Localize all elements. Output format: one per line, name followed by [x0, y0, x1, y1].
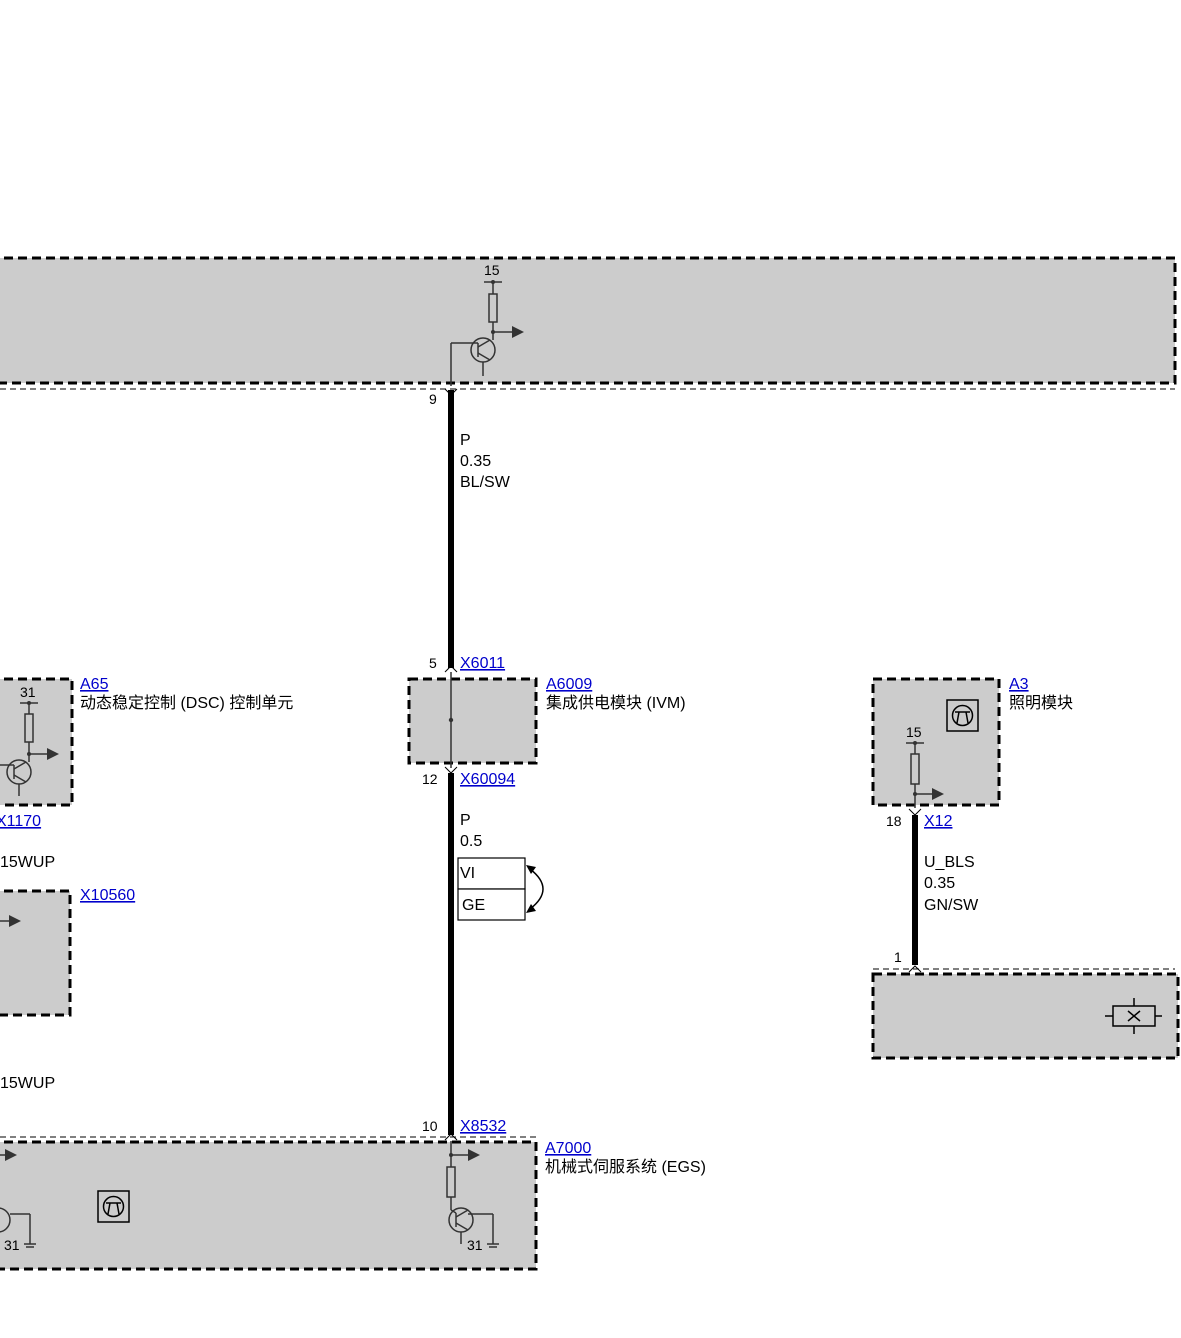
egs-left-driver-symbol: [0, 1149, 36, 1248]
dsc-signal-label-1: 15WUP: [0, 854, 55, 871]
lighting-component-id-link[interactable]: A3: [1009, 676, 1029, 693]
wire-top-signal: P: [460, 432, 471, 449]
top-module-box: [0, 256, 1177, 385]
wire-top-color: BL/SW: [460, 474, 511, 491]
splice-table: [457, 857, 526, 921]
ivm-pin-out: 12: [422, 771, 438, 787]
pin-mark-18: [908, 808, 922, 816]
lighting-component-name: 照明模块: [1009, 694, 1073, 712]
egs-box: [0, 1140, 538, 1271]
lighting-driver-symbol: [906, 741, 944, 808]
splice-swap-arrow-icon: [526, 865, 544, 913]
bottom-right-lamp-icon: [1105, 998, 1162, 1034]
ivm-component-name: 集成供电模块 (IVM): [546, 694, 686, 712]
ivm-internal-node: [448, 717, 454, 723]
dsc-connector-2-link[interactable]: X10560: [80, 887, 135, 904]
ivm-connector-in-link[interactable]: X6011: [460, 655, 505, 672]
wire-right-gauge: 0.35: [924, 875, 955, 892]
egs-pin-ground-right: 31: [467, 1237, 483, 1253]
wire-right-color: GN/SW: [924, 897, 979, 914]
egs-pin-ground-left: 31: [4, 1237, 20, 1253]
wire-mid-gauge: 0.5: [460, 833, 482, 850]
wire-right-signal: U_BLS: [924, 854, 975, 871]
dsc-component-name: 动态稳定控制 (DSC) 控制单元: [80, 694, 293, 712]
lighting-box: [871, 677, 1001, 807]
lighting-transistor-module-icon: [946, 699, 979, 732]
egs-transistor-module-icon: [97, 1190, 130, 1223]
ivm-component-id-link[interactable]: A6009: [546, 676, 592, 693]
egs-connector-link[interactable]: X8532: [460, 1118, 506, 1135]
egs-pin-in: 10: [422, 1118, 438, 1134]
ivm-box: [407, 677, 538, 765]
wire-mid-signal: P: [460, 812, 471, 829]
splice-top-label: VI: [460, 865, 475, 882]
pin-mark-1: [908, 965, 922, 973]
dsc-second-output-arrow-icon: [0, 915, 21, 927]
wire-top-gauge: 0.35: [460, 453, 491, 470]
ivm-pin-in: 5: [429, 655, 437, 671]
pin-mark-10: [444, 1133, 458, 1141]
dsc-driver-symbol: [0, 701, 59, 796]
pin-mark-5: [444, 665, 458, 673]
dsc-signal-label-2: 15WUP: [0, 1075, 55, 1092]
pin-mark-9: [444, 388, 458, 396]
dsc-box: [0, 677, 74, 807]
lighting-pin-supply: 15: [906, 724, 922, 740]
dsc-pin-ground: 31: [20, 684, 36, 700]
top-module-driver-symbol: [450, 280, 524, 386]
lighting-pin-out: 18: [886, 813, 902, 829]
ivm-connector-out-link[interactable]: X60094: [460, 771, 515, 788]
bottom-right-pin-in: 1: [894, 949, 902, 965]
splice-bottom-label: GE: [462, 897, 485, 914]
top-module-pin-out: 9: [429, 391, 437, 407]
dsc-connector-link[interactable]: X1170: [0, 813, 41, 830]
egs-component-id-link[interactable]: A7000: [545, 1140, 591, 1157]
top-module-pin-supply: 15: [484, 262, 500, 278]
egs-receiver-symbol: [446, 1141, 499, 1248]
lighting-connector-link[interactable]: X12: [924, 813, 953, 830]
dsc-second-box: [0, 889, 72, 1017]
egs-component-name: 机械式伺服系统 (EGS): [545, 1158, 706, 1176]
dsc-component-id-link[interactable]: A65: [80, 676, 109, 693]
